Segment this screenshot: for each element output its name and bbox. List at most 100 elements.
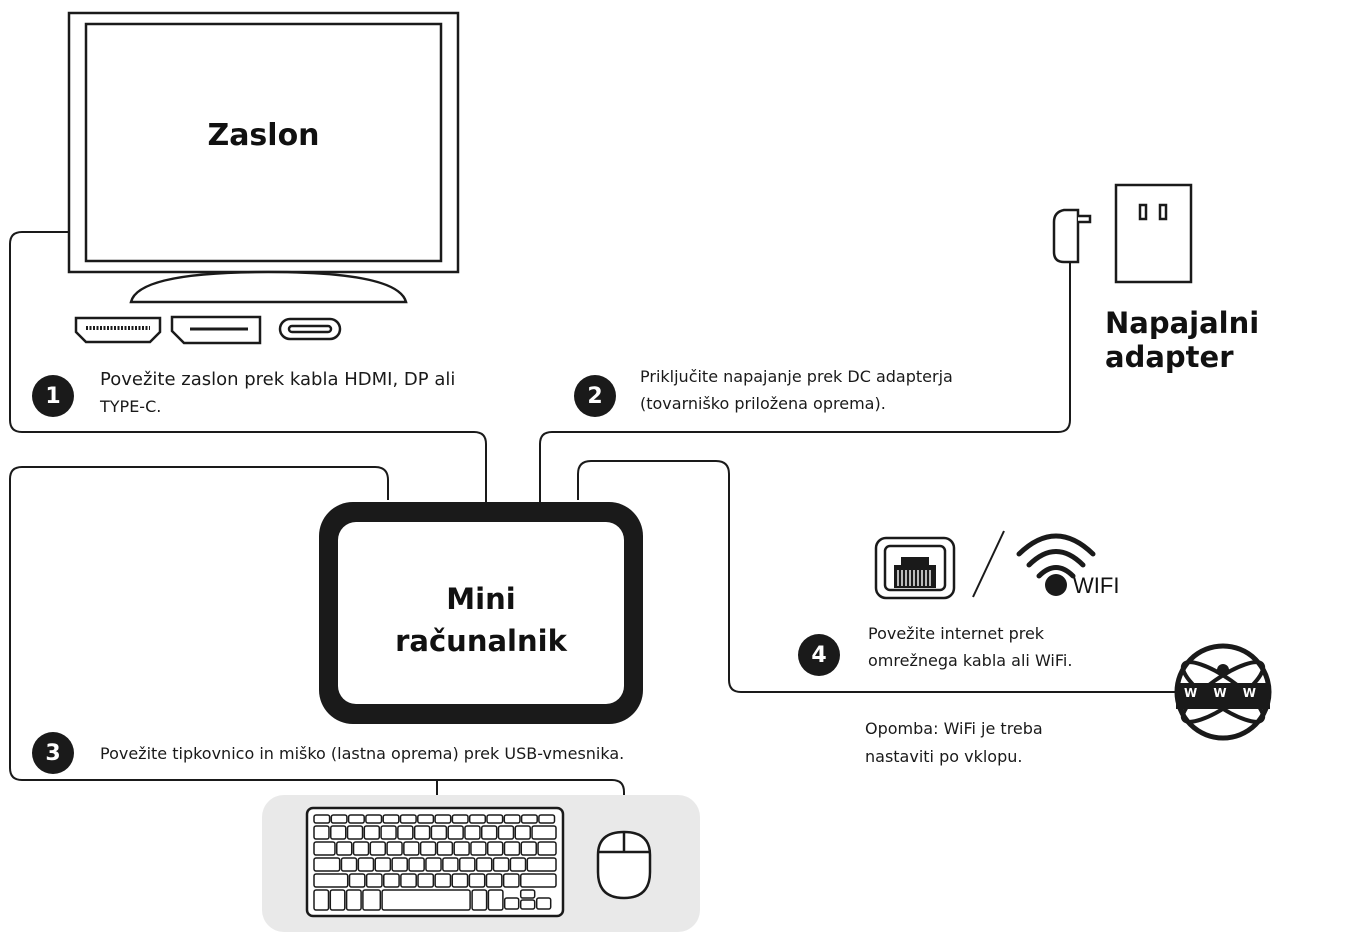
keyboard-key [374, 857, 392, 872]
power-plug-icon [1052, 208, 1092, 264]
wall-socket-icon [1114, 183, 1193, 284]
keyboard-key [430, 825, 448, 840]
keyboard-key [413, 825, 431, 840]
monitor-title: Zaslon [207, 118, 320, 153]
step-1-text-line1: Povežite zaslon prek kabla HDMI, DP ali [100, 369, 456, 390]
slash-divider [972, 530, 1005, 598]
keyboard-key [538, 814, 556, 824]
globe-icon [1174, 643, 1272, 741]
keyboard-key [399, 814, 417, 824]
keyboard-key [519, 889, 536, 899]
keyboard-key [417, 814, 435, 824]
power-cable [539, 262, 1071, 505]
power-adapter-title: Napajalni adapter [1105, 306, 1260, 374]
step-2-text-line2: (tovarniško priložena oprema). [640, 394, 886, 413]
keyboard-key [313, 857, 341, 872]
keyboard-key [391, 857, 408, 872]
keyboard-key [346, 825, 364, 840]
step-4-text-line2: omrežnega kabla ali WiFi. [868, 651, 1073, 670]
keyboard-key [520, 873, 557, 888]
note-text-line1: Opomba: WiFi je treba [865, 719, 1043, 738]
keyboard-key [408, 857, 425, 872]
network-cable [577, 460, 1185, 693]
note-text-line2: nastaviti po vklopu. [865, 747, 1023, 766]
mouse-icon [596, 830, 652, 900]
keyboard-key [336, 841, 353, 856]
keyboard-key [347, 814, 365, 824]
keyboard-key [417, 873, 435, 888]
mini-computer-icon [319, 502, 643, 724]
monitor-icon [67, 11, 460, 304]
keyboard-key [380, 825, 397, 840]
keyboard-key [434, 814, 452, 824]
keyboard-key [526, 857, 557, 872]
cables [9, 231, 1185, 832]
step-4-text-line1: Povežite internet prek [868, 624, 1045, 643]
hdmi-port-icon [74, 316, 162, 344]
keyboard-key [345, 889, 362, 911]
keyboard-key [348, 873, 366, 888]
step-1-text-line2: TYPE-C. [100, 397, 162, 416]
keyboard-key [363, 825, 381, 840]
keyboard-key [485, 873, 503, 888]
usb-c-port-icon [278, 317, 342, 341]
step-1-badge: 1 [32, 375, 74, 417]
step-2-text-line1: Priključite napajanje prek DC adapterja [640, 367, 953, 386]
globe-www-label: W W W [1183, 686, 1263, 700]
keyboard-key [503, 814, 521, 824]
keyboard-key [382, 814, 400, 824]
keyboard-key [436, 841, 454, 856]
keyboard-icon [305, 806, 565, 918]
keyboard-key [447, 825, 464, 840]
keyboard-key [480, 825, 498, 840]
keyboard-key [313, 825, 330, 840]
keyboard-key [425, 857, 442, 872]
keyboard-key [475, 857, 493, 872]
keyboard-key [458, 857, 476, 872]
step-3-badge: 3 [32, 732, 74, 774]
keyboard-key [340, 857, 358, 872]
display-cable [9, 231, 487, 505]
keyboard-key [365, 814, 383, 824]
keyboard-key [519, 899, 536, 910]
keyboard-key [492, 857, 510, 872]
keyboard-key [352, 841, 370, 856]
keyboard-key [503, 841, 521, 856]
keyboard-key [313, 889, 330, 911]
keyboard-key [362, 889, 382, 911]
keyboard-key [313, 841, 336, 856]
keyboard-key [509, 857, 527, 872]
ethernet-port-icon [874, 536, 956, 600]
keyboard-key [497, 825, 515, 840]
keyboard-key [468, 814, 487, 824]
keyboard-key [502, 873, 520, 888]
keyboard-key [330, 814, 348, 824]
step-2-badge: 2 [574, 375, 616, 417]
keyboard-key [434, 873, 452, 888]
usb-cable [9, 466, 625, 832]
keyboard-key [535, 897, 552, 910]
keyboard-key [486, 841, 504, 856]
keyboard-key [383, 873, 400, 888]
keyboard-key [451, 873, 469, 888]
keyboard-key [464, 825, 481, 840]
keyboard-key [386, 841, 403, 856]
keyboard-key [313, 814, 331, 824]
keyboard-key [369, 841, 387, 856]
keyboard-key [537, 841, 557, 856]
keyboard-key [486, 814, 504, 824]
keyboard-key [400, 873, 417, 888]
keyboard-key [514, 825, 531, 840]
keyboard-key [365, 873, 383, 888]
keyboard-key [313, 873, 349, 888]
keyboard-key [442, 857, 459, 872]
computer-title-line2: računalnik [395, 624, 567, 658]
keyboard-key [520, 841, 537, 856]
keyboard-key [357, 857, 375, 872]
keyboard-key [419, 841, 437, 856]
keyboard-key [403, 841, 420, 856]
wifi-label: WIFI [1073, 573, 1120, 598]
keyboard-key [470, 841, 487, 856]
keyboard-key [381, 889, 471, 911]
